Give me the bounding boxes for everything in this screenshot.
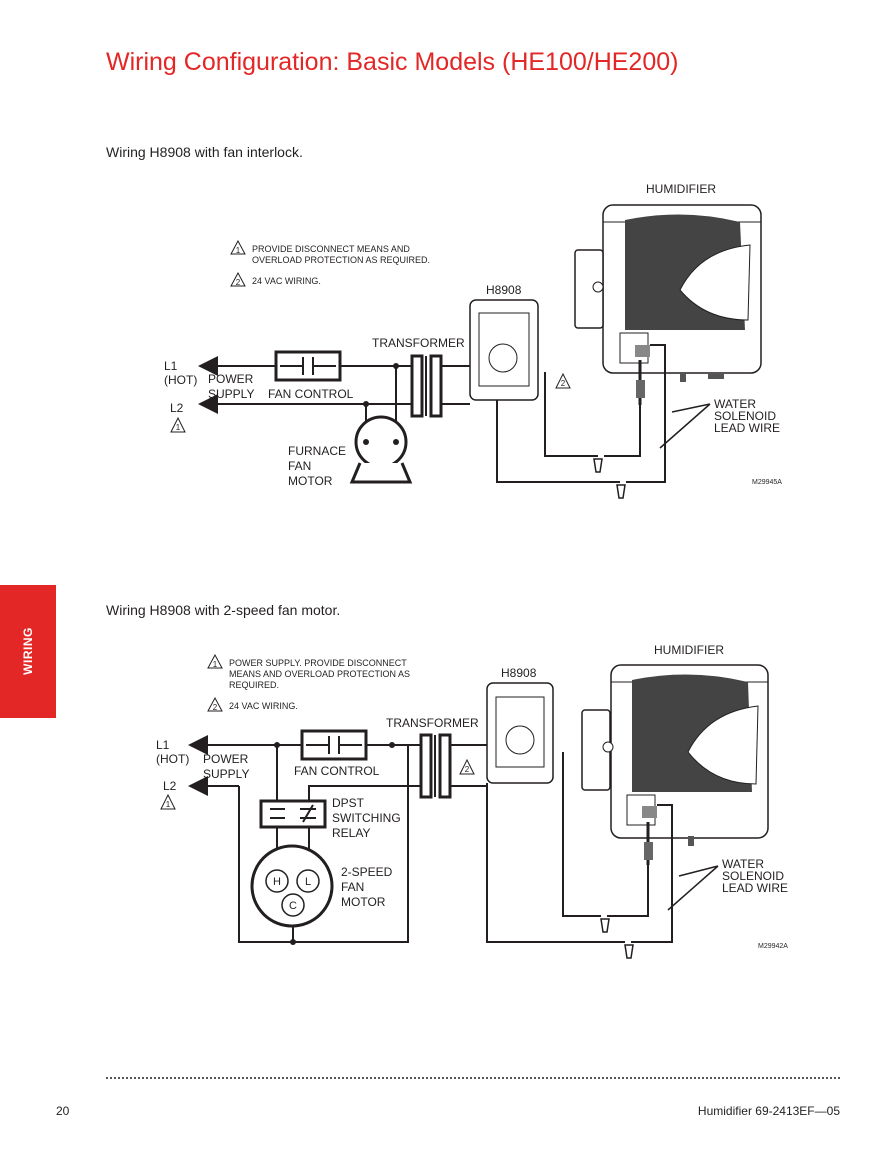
dpst-switching-relay [259,799,327,829]
svg-text:1: 1 [166,800,171,809]
svg-text:L2: L2 [170,401,184,415]
svg-text:1: 1 [236,246,241,255]
svg-text:OVERLOAD PROTECTION AS REQUIRE: OVERLOAD PROTECTION AS REQUIRED. [252,255,430,265]
h8908-control: H8908 [469,283,539,401]
marker-1-l2: 1 [160,793,176,810]
svg-text:H8908: H8908 [501,666,537,680]
svg-text:SOLENOID: SOLENOID [722,869,784,883]
svg-text:L2: L2 [163,779,177,793]
diagram2-labels: L1 (HOT) POWER SUPPLY FAN CONTROL L2 DPS… [156,738,788,950]
svg-text:FAN CONTROL: FAN CONTROL [268,387,354,401]
svg-text:HUMIDIFIER: HUMIDIFIER [646,182,716,196]
svg-text:SOLENOID: SOLENOID [714,409,776,423]
svg-text:L1: L1 [164,359,178,373]
diagram2-caption: Wiring H8908 with 2-speed fan motor. [106,602,341,618]
page-number: 20 [56,1104,70,1118]
svg-text:POWER: POWER [203,752,249,766]
humidifier-unit: HUMIDIFIER [581,643,769,865]
2-speed-fan-motor: H L C [250,844,334,928]
furnace-fan-motor [349,415,413,484]
svg-text:POWER SUPPLY. PROVIDE DISCONN: POWER SUPPLY. PROVIDE DISCONNECT [229,658,407,668]
svg-text:TRANSFORMER: TRANSFORMER [372,336,465,350]
svg-text:TRANSFORMER: TRANSFORMER [386,716,479,730]
svg-text:(HOT): (HOT) [164,373,197,387]
wiring-lines [188,735,673,943]
svg-text:POWER: POWER [208,372,254,386]
svg-text:M29945A: M29945A [752,479,782,486]
svg-text:2: 2 [213,703,218,712]
svg-text:2: 2 [561,379,566,388]
svg-text:HUMIDIFIER: HUMIDIFIER [654,643,724,657]
svg-text:PROVIDE DISCONNECT MEANS AND: PROVIDE DISCONNECT MEANS AND [252,244,410,254]
motor-l-terminal: L [305,876,311,888]
note-2-24vac: 2 24 VAC WIRING. [230,271,321,287]
fan-control-switch [274,350,342,382]
transformer: TRANSFORMER [386,716,479,799]
svg-text:WATER: WATER [722,857,764,871]
svg-text:WATER: WATER [714,397,756,411]
svg-text:FAN: FAN [288,459,311,473]
svg-text:SWITCHING: SWITCHING [332,811,401,825]
footer-divider [106,1077,840,1079]
svg-text:1: 1 [213,660,218,669]
wiring-diagram-2-speed: 1 POWER SUPPLY. PROVIDE DISCONNECT MEANS… [156,643,788,959]
svg-text:MOTOR: MOTOR [288,474,333,488]
svg-text:LEAD WIRE: LEAD WIRE [714,421,780,435]
svg-text:L1: L1 [156,738,170,752]
svg-text:1: 1 [176,423,181,432]
wire-nuts [593,458,626,499]
svg-text:FURNACE: FURNACE [288,444,346,458]
svg-text:24 VAC WIRING.: 24 VAC WIRING. [252,276,321,286]
fan-control-switch [300,729,368,761]
marker-1-l2: 1 [170,416,186,433]
transformer: TRANSFORMER [372,336,465,418]
diagram1-labels: L1 (HOT) POWER SUPPLY FAN CONTROL L2 FUR… [164,359,782,488]
svg-text:M29942A: M29942A [758,943,788,950]
wiring-lines [198,344,666,483]
marker-2-lowvolt: 2 [555,372,571,389]
motor-c-terminal: C [289,900,297,912]
page-title: Wiring Configuration: Basic Models (HE10… [106,48,679,76]
svg-text:DPST: DPST [332,796,365,810]
note-2-24vac: 2 24 VAC WIRING. [207,696,298,712]
svg-text:H8908: H8908 [486,283,522,297]
marker-2-lowvolt: 2 [459,758,475,775]
diagram1-caption: Wiring H8908 with fan interlock. [106,144,303,160]
svg-text:FAN: FAN [341,880,364,894]
wire-nuts [600,918,634,959]
svg-text:2: 2 [465,765,470,774]
svg-text:FAN CONTROL: FAN CONTROL [294,764,380,778]
motor-h-terminal: H [273,876,281,888]
humidifier-unit: HUMIDIFIER [574,182,762,405]
wiring-diagram-fan-interlock: 1 PROVIDE DISCONNECT MEANS AND OVERLOAD … [164,182,782,499]
footer-doc-id: Humidifier 69-2413EF—05 [697,1104,840,1118]
svg-text:MEANS AND OVERLOAD PROTECTION: MEANS AND OVERLOAD PROTECTION AS [229,669,410,679]
svg-text:SUPPLY: SUPPLY [208,387,254,401]
svg-text:2-SPEED: 2-SPEED [341,865,393,879]
svg-text:MOTOR: MOTOR [341,895,386,909]
svg-text:REQUIRED.: REQUIRED. [229,680,279,690]
h8908-control: H8908 [486,666,554,784]
svg-text:LEAD WIRE: LEAD WIRE [722,881,788,895]
svg-text:2: 2 [236,278,241,287]
svg-text:24 VAC WIRING.: 24 VAC WIRING. [229,701,298,711]
note-1-disconnect: 1 PROVIDE DISCONNECT MEANS AND OVERLOAD … [230,239,430,265]
svg-text:RELAY: RELAY [332,826,370,840]
wiring-section-tab: WIRING [0,585,56,718]
svg-text:(HOT): (HOT) [156,752,189,766]
svg-text:SUPPLY: SUPPLY [203,767,249,781]
note-1-power-supply: 1 POWER SUPPLY. PROVIDE DISCONNECT MEANS… [207,653,410,690]
